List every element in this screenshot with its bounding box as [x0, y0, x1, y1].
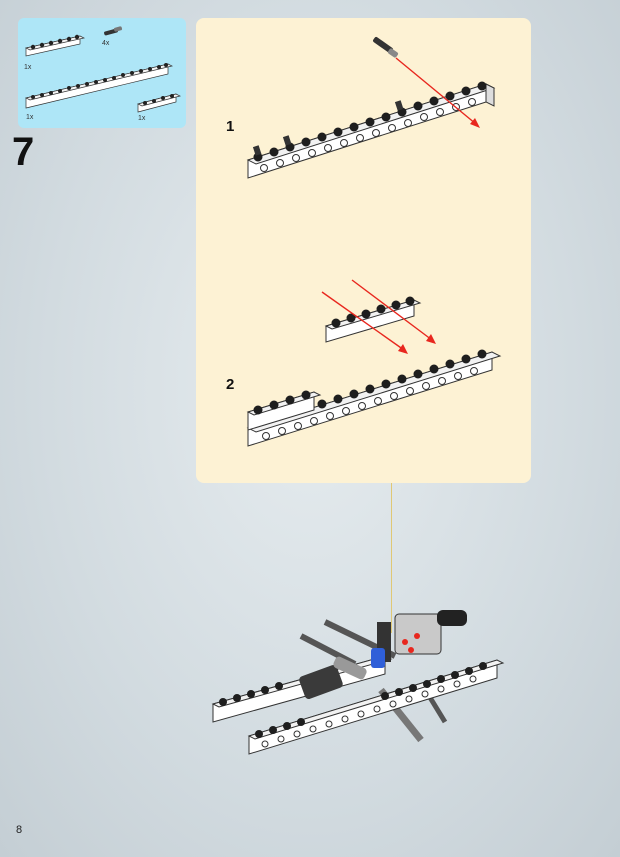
part-brick-1x6 — [26, 35, 84, 56]
page-number: 8 — [16, 824, 22, 836]
substep-1-label: 1 — [226, 118, 234, 135]
part-brick-1x4 — [138, 94, 180, 112]
substep-panel: 1 2 — [196, 18, 531, 483]
part-qty-brick-1x16: 1x — [26, 114, 33, 121]
substep-illustration — [196, 18, 531, 483]
part-qty-brick-1x6: 1x — [24, 64, 31, 71]
main-model-illustration — [205, 600, 505, 770]
substep-2-assembly — [248, 280, 500, 446]
substep-2-label: 2 — [226, 376, 234, 393]
part-connector-peg — [104, 26, 123, 36]
substep-1-assembly — [248, 36, 494, 178]
part-qty-brick-1x4: 1x — [138, 115, 145, 122]
parts-list-box: 1x 4x 1x 1x — [18, 18, 186, 128]
parts-illustration — [18, 18, 186, 128]
step-number: 7 — [12, 132, 34, 172]
part-qty-connector-peg: 4x — [102, 40, 109, 47]
